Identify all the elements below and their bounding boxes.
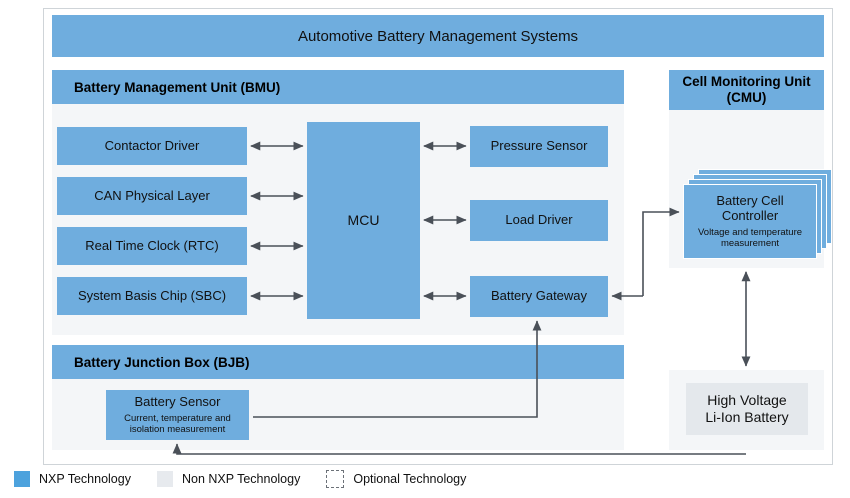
block-real-time-clock[interactable]: Real Time Clock (RTC)	[57, 227, 247, 265]
legend-label-nxp: NXP Technology	[39, 472, 131, 486]
block-label: Load Driver	[505, 212, 573, 228]
battery-label-line2: Li-Ion Battery	[705, 409, 789, 425]
legend-swatch-non-nxp-icon	[156, 471, 173, 487]
diagram-title: Automotive Battery Management Systems	[52, 15, 824, 57]
block-label: Pressure Sensor	[490, 138, 588, 154]
cmu-header-line2: (CMU)	[726, 90, 767, 105]
block-sublabel: Voltage and temperature measurement	[697, 226, 803, 249]
legend: NXP Technology Non NXP Technology Option…	[14, 468, 534, 490]
legend-label-optional: Optional Technology	[353, 472, 467, 486]
bmu-panel-header: Battery Management Unit (BMU)	[52, 70, 624, 104]
bjb-panel-header: Battery Junction Box (BJB)	[52, 345, 624, 379]
block-contactor-driver[interactable]: Contactor Driver	[57, 127, 247, 165]
block-can-physical-layer[interactable]: CAN Physical Layer	[57, 177, 247, 215]
cmu-panel-header: Cell Monitoring Unit (CMU)	[669, 70, 824, 110]
block-label: Real Time Clock (RTC)	[85, 237, 219, 253]
cmu-header-line1: Cell Monitoring Unit	[682, 74, 811, 90]
legend-swatch-optional-icon	[326, 470, 345, 488]
legend-item-nxp: NXP Technology	[14, 471, 131, 487]
block-label: MCU	[347, 212, 380, 229]
block-label: Contactor Driver	[104, 137, 200, 153]
block-high-voltage-battery[interactable]: High Voltage Li-Ion Battery	[686, 383, 808, 435]
legend-swatch-nxp-icon	[14, 471, 30, 487]
block-label: Battery Sensor	[134, 393, 221, 409]
block-mcu[interactable]: MCU	[307, 122, 420, 319]
block-pressure-sensor[interactable]: Pressure Sensor	[470, 126, 608, 167]
block-load-driver[interactable]: Load Driver	[470, 200, 608, 241]
block-label: Battery Gateway	[490, 288, 588, 304]
block-system-basis-chip[interactable]: System Basis Chip (SBC)	[57, 277, 247, 315]
block-label: System Basis Chip (SBC)	[77, 287, 227, 303]
legend-label-non-nxp: Non NXP Technology	[181, 472, 301, 486]
block-sublabel: Current, temperature and isolation measu…	[124, 412, 231, 435]
block-battery-gateway[interactable]: Battery Gateway	[470, 276, 608, 317]
block-label: Battery Cell Controller	[716, 192, 784, 223]
block-battery-cell-controller[interactable]: Battery Cell Controller Voltage and temp…	[683, 184, 817, 259]
legend-item-optional: Optional Technology	[326, 470, 466, 488]
block-battery-sensor[interactable]: Battery Sensor Current, temperature and …	[106, 390, 249, 440]
battery-label-line1: High Voltage	[707, 391, 787, 408]
legend-item-non-nxp: Non NXP Technology	[156, 471, 301, 487]
block-label: CAN Physical Layer	[94, 187, 210, 203]
